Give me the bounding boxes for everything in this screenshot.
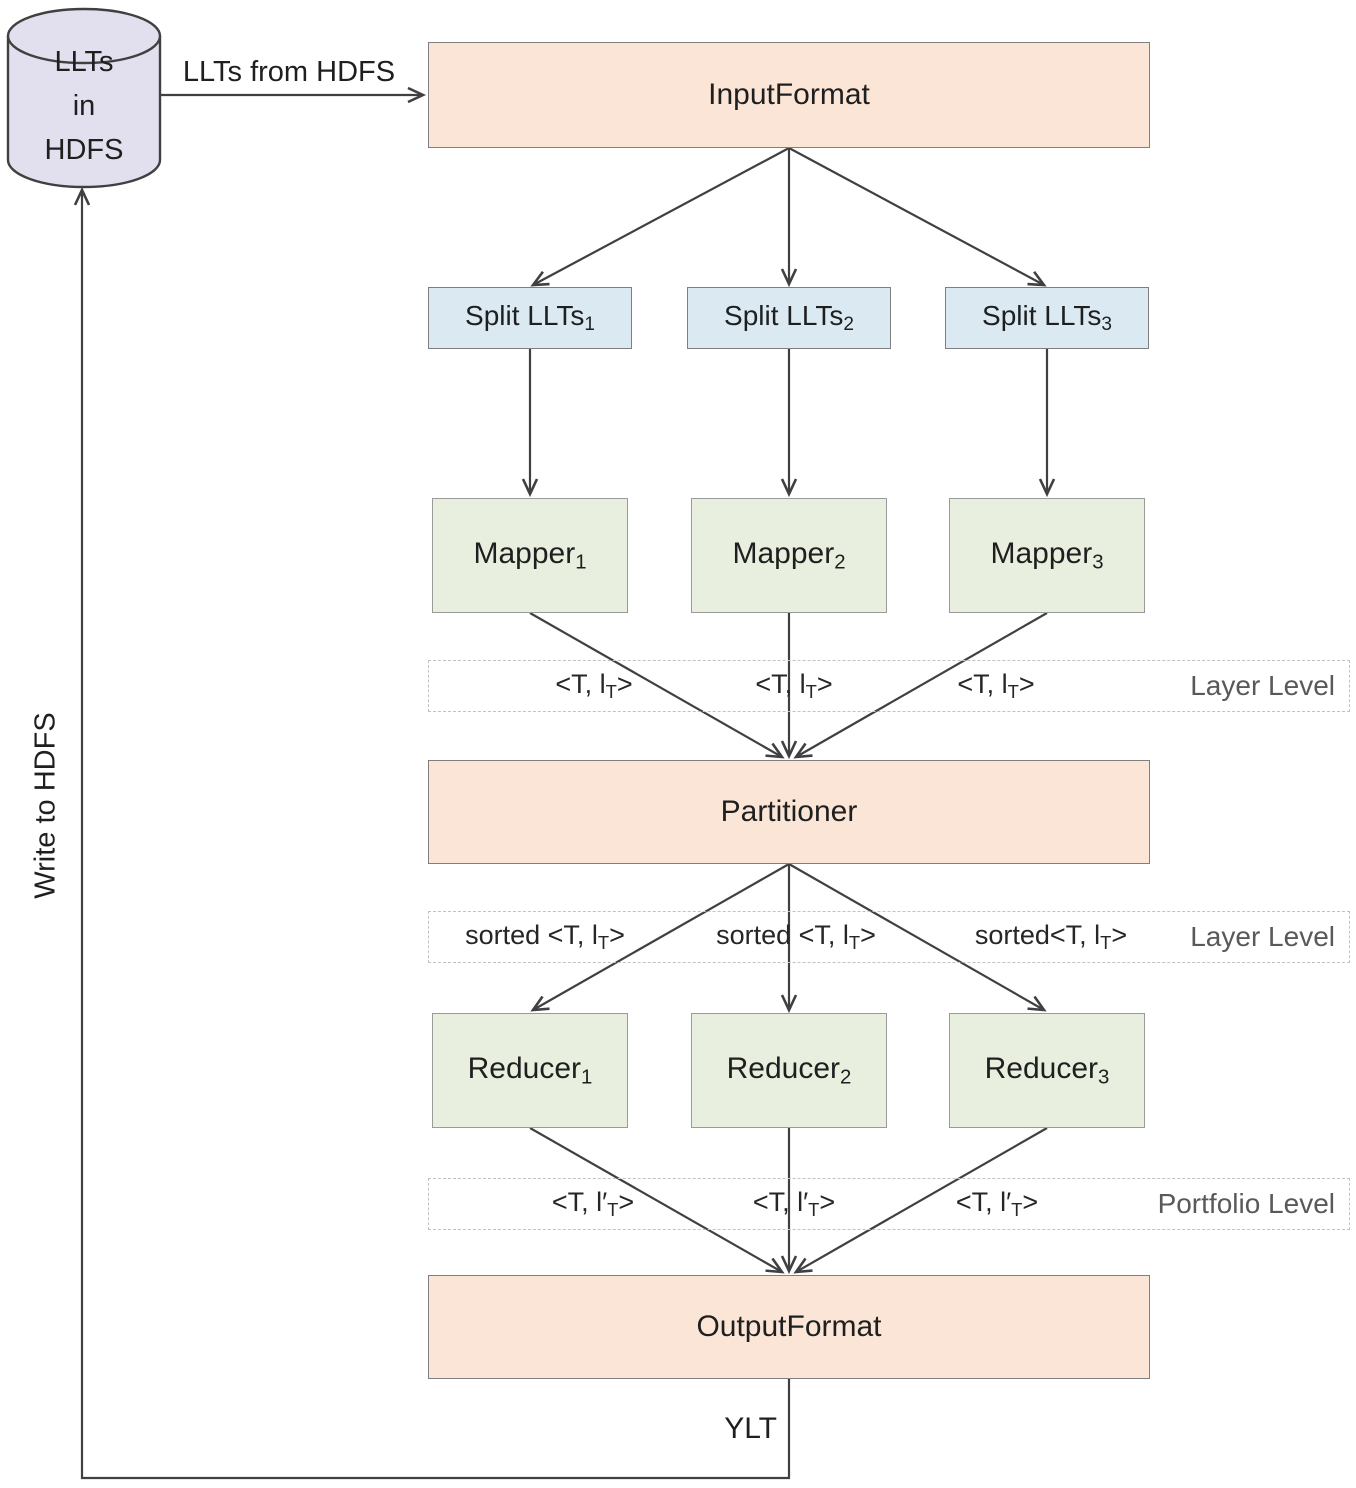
layer-level-label-1: Layer Level [1190,670,1335,701]
mapper-box-3: Mapper3 [949,498,1145,613]
layer-level-row-1: <T, lT> <T, lT> <T, lT> Layer Level [428,660,1350,712]
arrow-inputformat-to-split1 [530,147,790,287]
map-output-label-2: <T, lT> [755,669,833,702]
mapper-box-1: Mapper1 [432,498,628,613]
partitioner-box: Partitioner [428,760,1150,864]
reducer-box-2: Reducer2 [691,1013,887,1128]
split-box-3: Split LLTs3 [945,287,1149,349]
reducer-label-2: Reducer2 [726,1051,852,1089]
write-to-hdfs-label: Write to HDFS [29,712,62,899]
inputformat-box: InputFormat [428,42,1150,148]
sorted-output-label-2: sorted <T, lT> [716,920,876,953]
layer-level-label-2: Layer Level [1190,921,1335,952]
hdfs-cylinder-label: LLTs in HDFS [8,40,160,172]
reducer-output-label-2: <T, l′T> [752,1187,836,1220]
sorted-output-label-1: sorted <T, lT> [465,920,625,953]
split-box-1: Split LLTs1 [428,287,632,349]
mapper-box-2: Mapper2 [691,498,887,613]
outputformat-label: OutputFormat [696,1310,882,1343]
mapper-label-1: Mapper1 [473,536,587,574]
partitioner-label: Partitioner [720,795,858,828]
layer-level-row-2: sorted <T, lT> sorted <T, lT> sorted<T, … [428,911,1350,963]
map-output-label-3: <T, lT> [957,669,1035,702]
ylt-output-label: YLT [724,1412,777,1445]
cylinder-line-1: LLTs [54,46,114,78]
portfolio-level-label: Portfolio Level [1157,1188,1335,1219]
reducer-box-1: Reducer1 [432,1013,628,1128]
portfolio-level-row: <T, l′T> <T, l′T> <T, l′T> Portfolio Lev… [428,1178,1350,1230]
reducer-box-3: Reducer3 [949,1013,1145,1128]
cylinder-line-2: in [72,90,96,122]
split-label-1: Split LLTs1 [465,300,595,335]
mapper-label-3: Mapper3 [990,536,1104,574]
reducer-label-3: Reducer3 [984,1051,1110,1089]
split-box-2: Split LLTs2 [687,287,891,349]
split-label-3: Split LLTs3 [982,300,1112,335]
cylinder-line-3: HDFS [44,134,124,166]
sorted-output-label-3: sorted<T, lT> [974,920,1128,953]
llts-from-hdfs-arrow-label: LLTs from HDFS [182,56,396,88]
arrow-inputformat-to-split3 [788,147,1047,287]
map-output-label-1: <T, lT> [555,669,633,702]
reducer-output-label-3: <T, l′T> [955,1187,1039,1220]
reducer-output-label-1: <T, l′T> [551,1187,635,1220]
inputformat-label: InputFormat [708,78,870,111]
outputformat-box: OutputFormat [428,1275,1150,1379]
split-label-2: Split LLTs2 [724,300,854,335]
reducer-label-1: Reducer1 [467,1051,593,1089]
mapper-label-2: Mapper2 [732,536,846,574]
